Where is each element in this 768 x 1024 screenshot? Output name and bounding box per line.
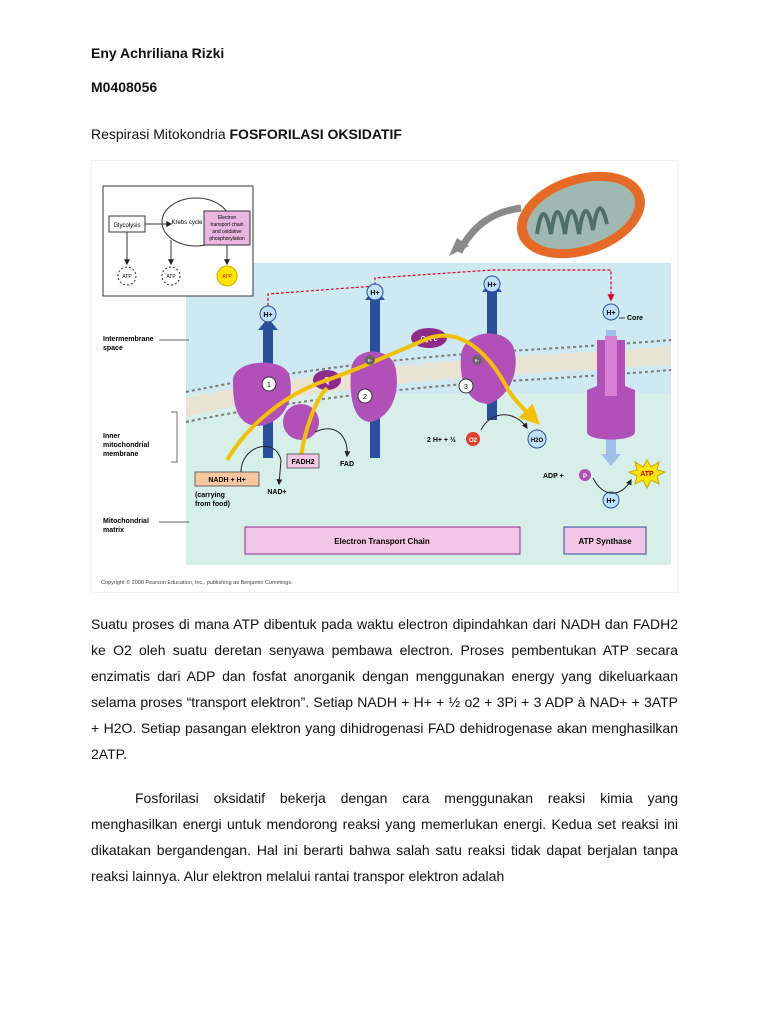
carrying-label-2: from food): [195, 501, 230, 508]
nad-label: NAD+: [267, 489, 286, 496]
e-minus-2: e-: [475, 358, 480, 364]
inset-etc-label-4: phosphorylation: [209, 236, 245, 242]
subject-line: Respirasi Mitokondria FOSFORILASI OKSIDA…: [91, 126, 402, 142]
fadh2-label: FADH2: [292, 459, 315, 466]
author-name: Eny Achriliana Rizki: [91, 45, 224, 61]
e-minus-1: e-: [368, 358, 373, 364]
fad-label: FAD: [340, 461, 354, 468]
inset-etc-label-2: transport chain: [210, 222, 243, 228]
inner-membrane-label-2: mitochondrial: [103, 442, 149, 449]
matrix-label-2: matrix: [103, 527, 124, 534]
inset-atp-1: ATP: [122, 274, 132, 280]
subject-prefix: Respirasi Mitokondria: [91, 126, 226, 142]
phosphate-label: P: [583, 474, 587, 480]
student-id: M0408056: [91, 79, 157, 95]
intermembrane-label-1: Intermembrane: [103, 336, 154, 343]
h-plus-2: H+: [370, 290, 379, 297]
inner-membrane-label-3: membrane: [103, 451, 139, 458]
etc-box-label: Electron Transport Chain: [334, 537, 430, 546]
overview-inset: Glycolysis Krebs cycle Electron transpor…: [103, 186, 253, 296]
h-plus-1: H+: [263, 312, 272, 319]
inset-etc-label-3: and oxidative: [212, 229, 242, 235]
h-plus-5: H+: [606, 498, 615, 505]
inset-glycolysis-label: Glycolysis: [113, 223, 140, 229]
adp-label: ADP +: [543, 473, 564, 480]
oxygen-equation-left: 2 H+ + ½: [427, 436, 456, 444]
o2-label: O2: [469, 438, 478, 444]
nadh-label: NADH + H+: [208, 477, 245, 484]
inset-krebs-label: Krebs cycle: [171, 220, 203, 226]
inset-atp-3: ATP: [222, 274, 232, 280]
inset-etc-label-1: Electron: [218, 215, 237, 221]
h2o-label: H2O: [531, 438, 544, 444]
atp-product-label: ATP: [640, 471, 654, 478]
carrying-label-1: (carrying: [195, 492, 225, 499]
inset-atp-2: ATP: [166, 274, 176, 280]
paragraph-2: Fosforilasi oksidatif bekerja dengan car…: [91, 785, 678, 889]
h-plus-3: H+: [487, 282, 496, 289]
atp-synthase-box-label: ATP Synthase: [578, 537, 632, 546]
paragraph-1: Suatu proses di mana ATP dibentuk pada w…: [91, 611, 678, 767]
subject-title: FOSFORILASI OKSIDATIF: [230, 126, 402, 142]
inner-membrane-label-1: Inner: [103, 433, 120, 440]
core-label: Core: [627, 315, 643, 322]
matrix-label-1: Mitochondrial: [103, 518, 149, 525]
h-plus-4: H+: [606, 310, 615, 317]
complex-2-label: 2: [363, 394, 367, 401]
complex-3-label: 3: [464, 384, 468, 391]
intermembrane-label-2: space: [103, 345, 123, 352]
oxidative-phosphorylation-diagram: Glycolysis Krebs cycle Electron transpor…: [91, 160, 678, 593]
complex-1-label: 1: [267, 382, 271, 389]
copyright-line: Copyright © 2008 Pearson Education, Inc.…: [101, 579, 293, 586]
